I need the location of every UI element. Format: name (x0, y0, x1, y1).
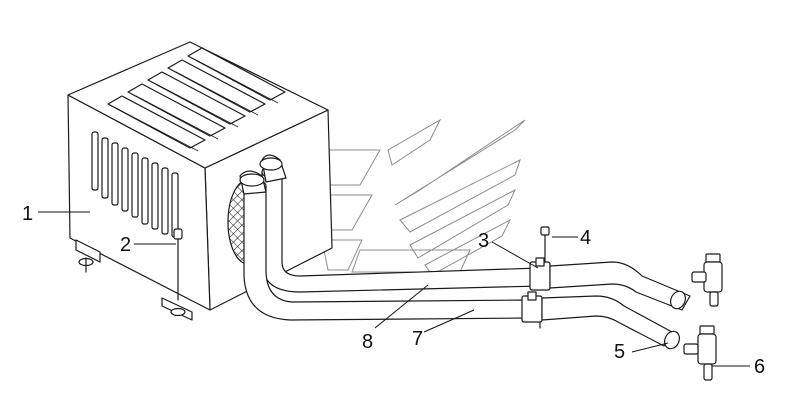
leader-lines (38, 211, 750, 367)
clamp-3 (521, 257, 551, 329)
bolt-2 (173, 228, 183, 301)
hose-clip-upper (670, 290, 686, 310)
top-louvers (107, 47, 286, 152)
callout-3: 3 (478, 230, 489, 252)
hose-clip-5 (664, 330, 680, 350)
callout-1: 1 (22, 203, 33, 225)
callout-7: 7 (412, 328, 423, 350)
callout-6: 6 (754, 356, 765, 378)
valve-upper (691, 253, 723, 307)
callout-8: 8 (362, 331, 373, 353)
front-vents (91, 131, 179, 238)
screw-4 (540, 226, 550, 263)
watermark-logo (314, 118, 526, 276)
mounting-bracket-left (75, 239, 101, 273)
mounting-bracket-right (161, 297, 193, 321)
callout-labels: 1 2 3 4 5 6 7 8 (22, 203, 765, 378)
callout-5: 5 (614, 341, 625, 363)
hose-assembly (239, 154, 691, 350)
valve-6 (683, 325, 717, 381)
callout-2: 2 (120, 234, 131, 256)
callout-4: 4 (580, 227, 591, 249)
heater-box (67, 41, 333, 321)
